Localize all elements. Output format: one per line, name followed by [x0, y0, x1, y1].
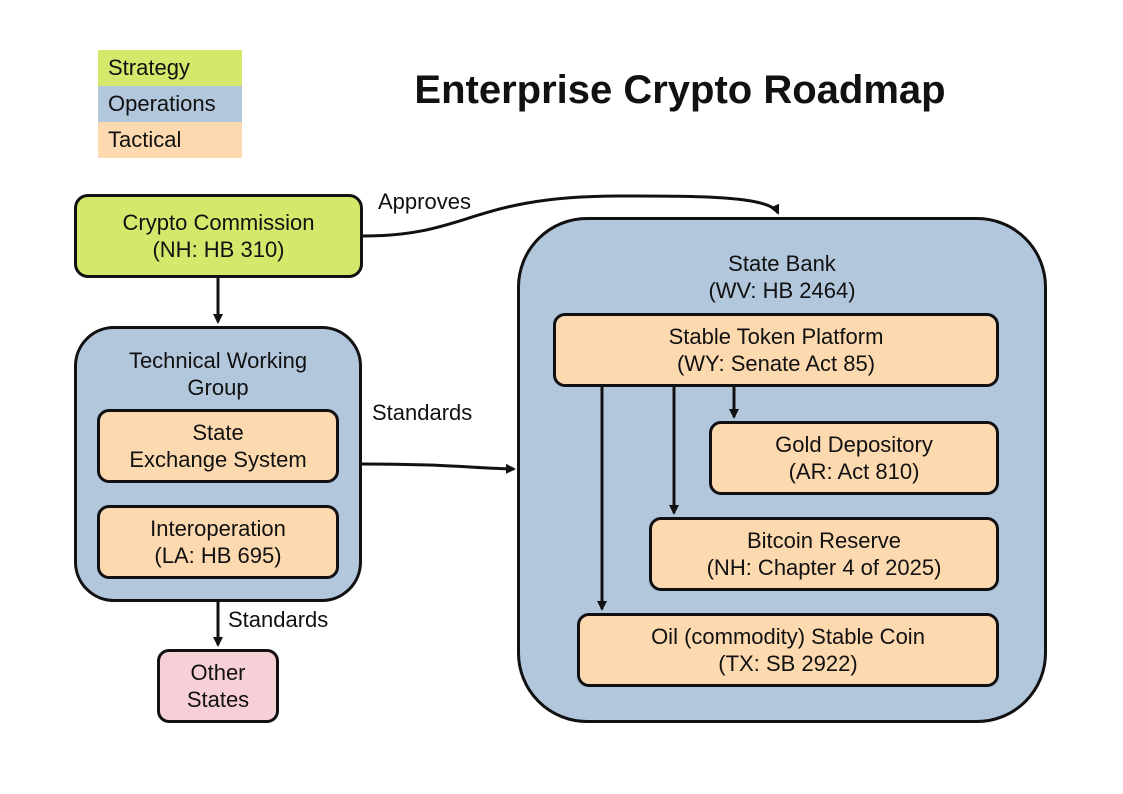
legend-tactical: Tactical: [98, 122, 242, 158]
bitcoin-reserve: Bitcoin Reserve (NH: Chapter 4 of 2025): [649, 517, 999, 591]
crypto-commission-line2: (NH: HB 310): [152, 237, 285, 262]
edge-twg-to-bank: [361, 462, 516, 474]
bitcoin-reserve-line1: Bitcoin Reserve: [746, 528, 902, 553]
legend-operations: Operations: [98, 86, 242, 122]
bitcoin-reserve-line2: (NH: Chapter 4 of 2025): [706, 555, 942, 580]
stable-token-line2: (WY: Senate Act 85): [676, 351, 876, 376]
gold-depository-line2: (AR: Act 810): [788, 459, 920, 484]
legend-strategy: Strategy: [98, 50, 242, 86]
stable-token-line1: Stable Token Platform: [668, 324, 884, 349]
edge-commission-to-bank: [362, 194, 780, 238]
stable-token-platform: Stable Token Platform (WY: Senate Act 85…: [553, 313, 999, 387]
twg-line1: Technical Working: [128, 348, 308, 373]
other-states-line1: Other: [190, 660, 246, 685]
crypto-commission-line1: Crypto Commission: [122, 210, 315, 235]
interoperation-line2: (LA: HB 695): [154, 543, 282, 568]
legend-strategy-label: Strategy: [108, 55, 190, 80]
gold-depository-line1: Gold Depository: [775, 432, 933, 457]
other-states: Other States: [157, 649, 279, 723]
edge-label-standards-bank: Standards: [372, 400, 473, 425]
legend-tactical-label: Tactical: [108, 127, 182, 152]
oil-stable-coin-line2: (TX: SB 2922): [718, 651, 858, 676]
oil-stable-coin: Oil (commodity) Stable Coin (TX: SB 2922…: [577, 613, 999, 687]
interoperation: Interoperation (LA: HB 695): [97, 505, 339, 579]
interoperation-line1: Interoperation: [150, 516, 286, 541]
state-bank-line1: State Bank: [728, 251, 836, 276]
gold-depository: Gold Depository (AR: Act 810): [709, 421, 999, 495]
state-exchange-system: State Exchange System: [97, 409, 339, 483]
state-bank-line2: (WV: HB 2464): [708, 278, 856, 303]
state-exchange-line2: Exchange System: [129, 447, 307, 472]
twg-line2: Group: [187, 375, 249, 400]
edge-label-standards-states: Standards: [228, 607, 329, 632]
oil-stable-coin-line1: Oil (commodity) Stable Coin: [651, 624, 925, 649]
page-title: Enterprise Crypto Roadmap: [414, 68, 946, 112]
state-exchange-line1: State: [192, 420, 244, 445]
edge-label-approves: Approves: [378, 189, 471, 214]
crypto-commission: Crypto Commission (NH: HB 310): [74, 194, 363, 278]
other-states-line2: States: [186, 687, 250, 712]
legend-operations-label: Operations: [108, 91, 216, 116]
